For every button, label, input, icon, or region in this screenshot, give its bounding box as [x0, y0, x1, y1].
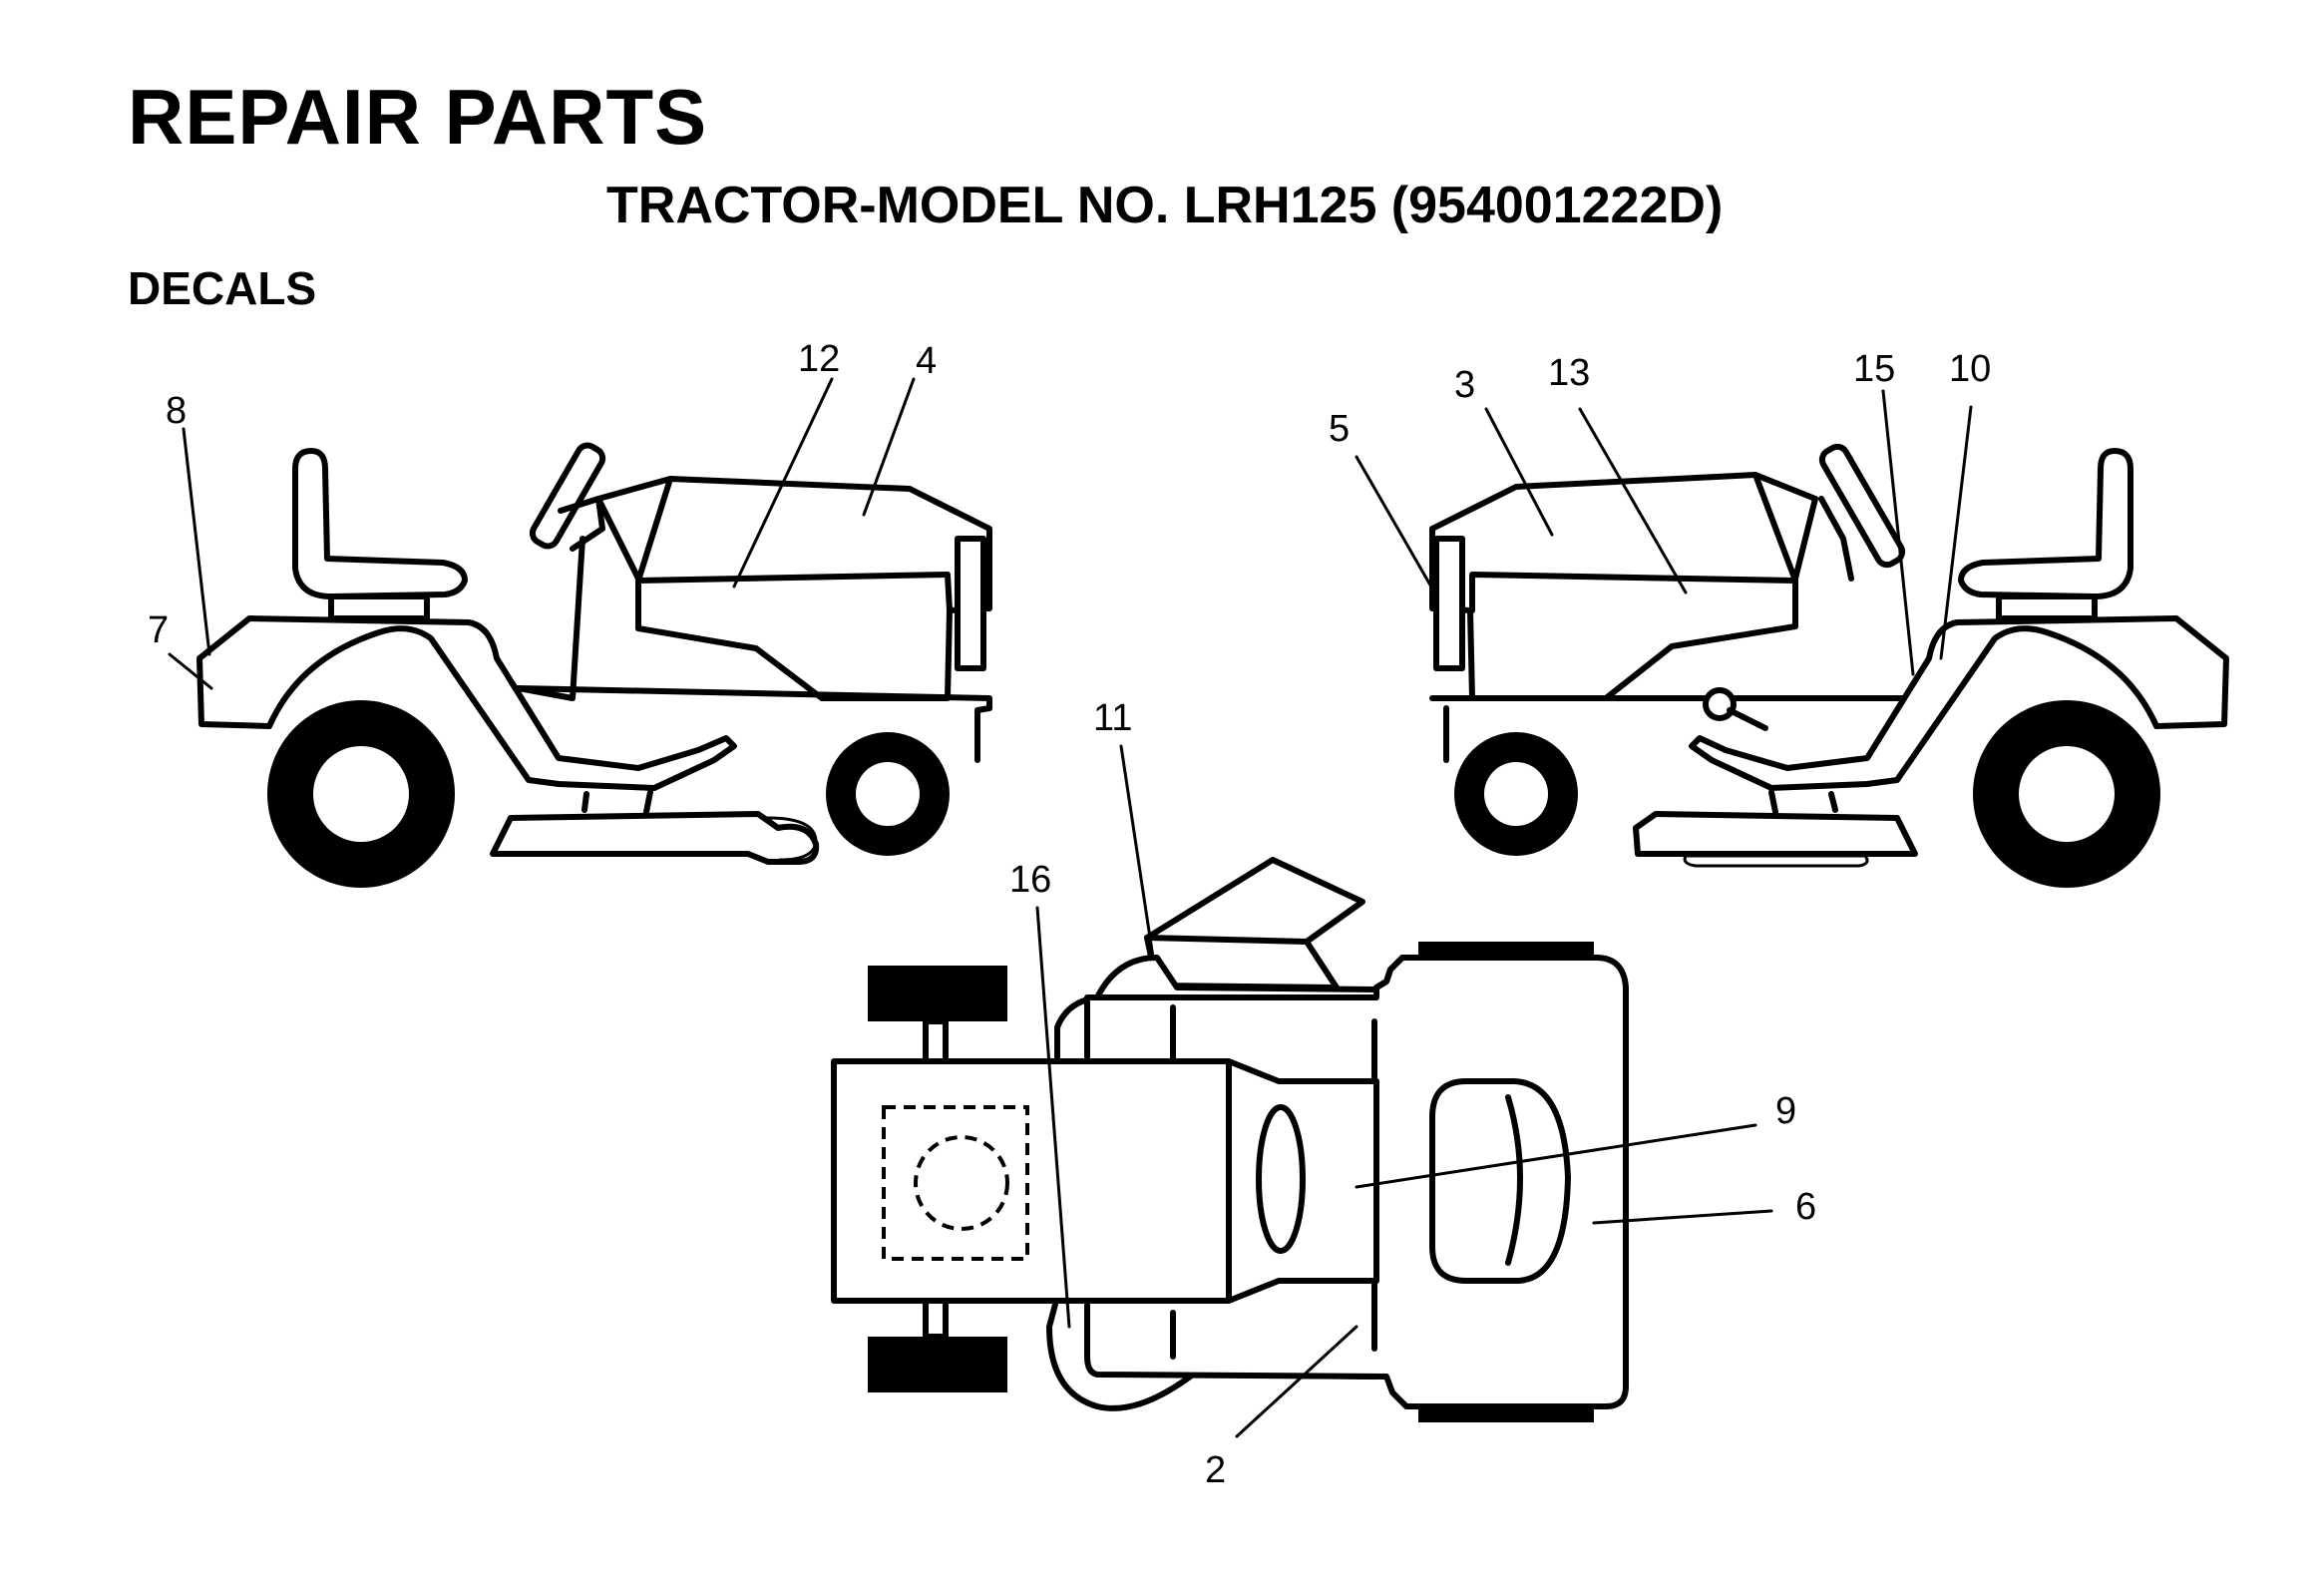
tractor-left-side-view	[196, 442, 992, 888]
seat-back-top	[1505, 1094, 1523, 1266]
front-tire-top-right	[868, 1337, 1007, 1392]
front-hub-right-view	[1484, 762, 1548, 826]
lift-lever-knob-right-view	[1703, 687, 1737, 721]
leader-13	[1578, 407, 1688, 594]
frame-left-view	[516, 685, 992, 763]
leader-10	[1939, 405, 1973, 660]
seat-post-left-view	[328, 593, 430, 621]
rear-hub-right-view	[2019, 746, 2115, 842]
tractor-top-view	[831, 857, 1629, 1422]
leader-8	[182, 427, 211, 656]
callout-5: 5	[1329, 408, 1350, 450]
deck-skirt-right-view	[1683, 854, 1869, 868]
callout-4: 4	[916, 340, 937, 382]
rear-fender-right-view	[1689, 615, 2229, 791]
page-title: REPAIR PARTS	[128, 73, 708, 161]
seat-top	[1429, 1078, 1571, 1284]
hood-top	[831, 1058, 1232, 1304]
section-heading-decals: DECALS	[128, 262, 317, 314]
engine-fan-dashed-top	[914, 1135, 1009, 1231]
leader-16	[1035, 906, 1071, 1329]
front-spindle-top-left	[923, 1018, 949, 1066]
discharge-chute-top	[1144, 857, 1365, 990]
callout-12: 12	[798, 338, 840, 380]
seat-post-right-view	[1996, 593, 2098, 621]
seat-right-view	[1958, 448, 2133, 599]
grille-right-view	[1433, 536, 1465, 671]
rear-hub-left-view	[313, 746, 409, 842]
callout-2: 2	[1205, 1449, 1226, 1491]
leader-4	[862, 377, 916, 517]
leader-3	[1484, 407, 1554, 537]
callout-13: 13	[1548, 352, 1590, 394]
chute-edge-top	[1144, 935, 1310, 945]
callout-3: 3	[1454, 364, 1475, 406]
deck-chute-left-view	[766, 816, 818, 862]
steering-column-left-view	[558, 496, 605, 552]
dash-left-view	[516, 536, 585, 701]
rear-fender-left-view	[196, 615, 737, 791]
callout-labels: 8 7 12 4 5 3 13 15 10 11 16 9 6 2	[148, 338, 1991, 1491]
callout-10: 10	[1949, 348, 1991, 390]
leader-lines	[168, 377, 1973, 1438]
lift-lever-right-view	[1727, 707, 1768, 731]
deck-hangers-left-view	[581, 789, 653, 815]
mower-deck-right-view	[1633, 811, 1918, 857]
leader-6	[1592, 1209, 1773, 1225]
steering-column-right-view	[1818, 496, 1854, 582]
leader-12	[732, 377, 834, 589]
hood-panel-line-left-view	[635, 476, 953, 613]
hood-right-view	[1429, 472, 1818, 701]
seat-left-view	[292, 448, 468, 599]
callout-9: 9	[1775, 1090, 1796, 1132]
callout-15: 15	[1853, 348, 1895, 390]
callout-16: 16	[1009, 859, 1051, 901]
frame-right-view	[1429, 695, 1918, 711]
front-tire-top-left	[868, 966, 1007, 1021]
leader-5	[1355, 455, 1434, 591]
callout-8: 8	[166, 390, 187, 432]
grille-left-view	[955, 536, 986, 671]
engine-outline-dashed-top	[882, 1105, 1029, 1261]
leader-11	[1119, 744, 1155, 960]
mower-deck-left-view	[490, 811, 820, 865]
leader-9	[1355, 1123, 1757, 1189]
front-hub-left-view	[856, 762, 920, 826]
leader-7	[168, 652, 213, 690]
steering-wheel-top	[1256, 1104, 1306, 1254]
callout-7: 7	[148, 609, 169, 651]
callout-11: 11	[1093, 697, 1132, 739]
rear-body-corner-top	[1373, 955, 1405, 990]
leader-15	[1881, 389, 1915, 676]
leader-2	[1235, 1325, 1358, 1438]
deck-hangers-right-view	[1768, 789, 1838, 815]
hood-left-view	[595, 476, 992, 701]
hood-panel-line-right-view	[1469, 472, 1798, 613]
model-subtitle: TRACTOR-MODEL NO. LRH125 (954001222D)	[606, 177, 1724, 234]
steering-wheel-right-view	[1818, 443, 1906, 569]
tractor-right-side-view	[1429, 443, 2229, 888]
callout-6: 6	[1795, 1186, 1816, 1228]
